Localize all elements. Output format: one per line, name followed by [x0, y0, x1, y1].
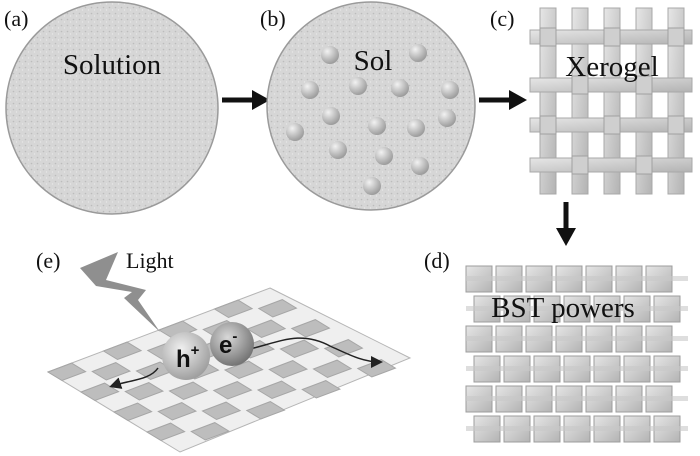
sol-particle [438, 109, 456, 127]
iso-tile [246, 319, 287, 339]
sol-particle [321, 46, 339, 64]
hole-path [109, 367, 159, 389]
iso-tile [157, 402, 198, 421]
electron-carrier: e- [210, 322, 254, 366]
mesh-crossing [667, 115, 685, 135]
iso-tile [212, 381, 253, 400]
sol-particle [411, 157, 429, 175]
mesh-bar [539, 7, 557, 195]
mesh-crossing [635, 155, 653, 175]
iso-tile [112, 402, 153, 422]
hole-label: h+ [176, 342, 200, 373]
panel-b-tag: (b) [260, 6, 286, 31]
iso-tile [124, 382, 165, 401]
iso-tile [256, 380, 297, 400]
mesh-crossing [603, 115, 621, 135]
sol-particle [441, 81, 459, 99]
arrow-right-icon [479, 90, 527, 110]
xerogel-title: Xerogel [565, 51, 658, 83]
panel-d-tag: (d) [424, 248, 450, 273]
iso-tile [323, 339, 364, 358]
bst-strip [466, 366, 688, 371]
sol-particle [409, 44, 427, 62]
iso-tile [279, 339, 320, 359]
bst-title: BST powers [491, 292, 635, 324]
electron-path [245, 337, 383, 368]
iso-tile [168, 381, 209, 401]
mesh-crossing [667, 27, 685, 47]
sol-particle [286, 123, 304, 141]
lightning-icon [80, 252, 160, 332]
iso-tile [157, 320, 198, 340]
sol-particle [407, 119, 425, 137]
sol-particle [322, 107, 340, 125]
sol-particles [286, 44, 459, 195]
bst-strip [466, 426, 688, 431]
iso-tile [91, 362, 132, 381]
sol-particle [391, 79, 409, 97]
light-label: Light [126, 248, 174, 273]
mesh-crossing [539, 27, 557, 47]
panel-b: (b) Sol [260, 1, 476, 211]
iso-tile [145, 422, 186, 442]
bst-strip [466, 336, 688, 341]
panel-a: (a) Solution [4, 1, 219, 215]
iso-tile [257, 299, 298, 318]
solution-title: Solution [63, 49, 162, 81]
bst-strip [466, 276, 688, 281]
mesh-crossing [635, 75, 653, 95]
arrow-right-icon [222, 90, 270, 110]
panel-e-tag: (e) [36, 248, 60, 273]
sol-particle [329, 141, 347, 159]
iso-tile [312, 359, 353, 379]
mesh-bar [635, 7, 653, 195]
iso-tile [201, 401, 242, 421]
panel-e: (e) Light h+ e- [36, 248, 412, 453]
panel-d: (d) BST powers [424, 248, 688, 443]
mesh-bar [603, 7, 621, 195]
solution-circle [5, 1, 219, 215]
mesh-crossing [603, 27, 621, 47]
bst-strip [466, 396, 688, 401]
bst-grid [465, 265, 688, 443]
arrow-down-icon [556, 202, 576, 246]
sol-particle [349, 77, 367, 95]
sol-particle [368, 117, 386, 135]
mesh-bar [571, 7, 589, 195]
hole-carrier: h+ [162, 332, 210, 380]
iso-tile [102, 341, 143, 361]
sol-particle [301, 81, 319, 99]
iso-tile [290, 319, 331, 338]
mesh-crossing [571, 75, 589, 95]
sol-particle [363, 177, 381, 195]
sol-title: Sol [354, 45, 393, 77]
mesh-crossing [571, 155, 589, 175]
mesh-bar [529, 157, 693, 173]
iso-tile [268, 360, 309, 379]
iso-tile [190, 422, 231, 441]
iso-tile [213, 299, 254, 319]
iso-tile [46, 362, 87, 382]
sol-particle [375, 147, 393, 165]
mesh-bar [667, 7, 685, 195]
iso-tile [245, 401, 286, 420]
electron-label: e- [219, 328, 237, 359]
mesh-crossing [539, 115, 557, 135]
xerogel-mesh [529, 7, 693, 195]
panel-a-tag: (a) [4, 6, 28, 31]
bst-strip [466, 306, 688, 311]
panel-c-tag: (c) [490, 6, 514, 31]
panel-c: (c) Xerogel [490, 6, 693, 195]
iso-plate [46, 287, 412, 453]
iso-tile [301, 380, 342, 399]
